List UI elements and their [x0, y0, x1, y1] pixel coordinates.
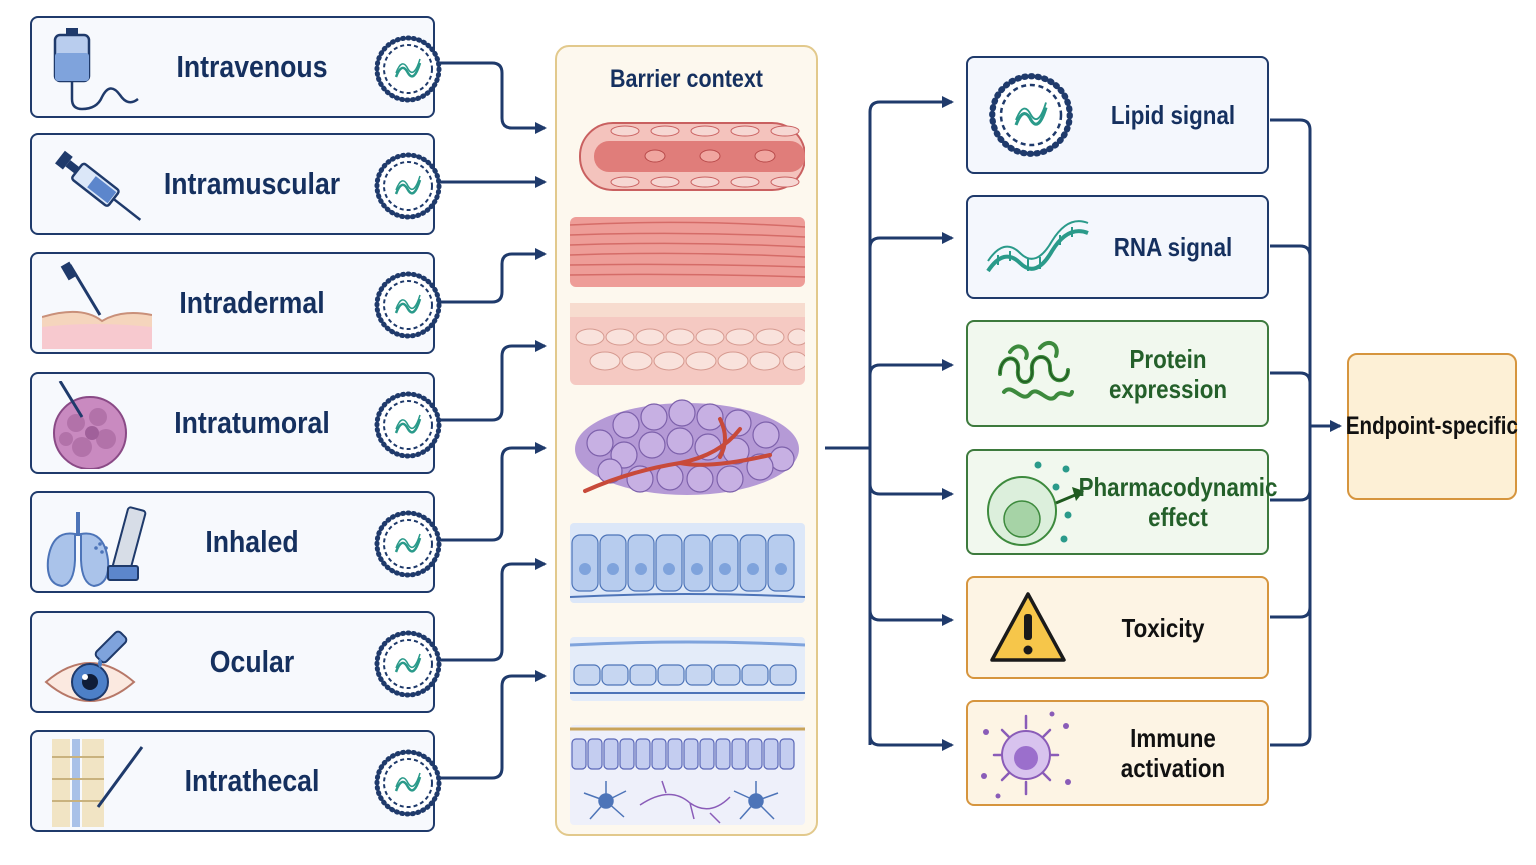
outcome-protein-expression: Protein expression	[966, 320, 1269, 427]
route-label: Intradermal	[179, 285, 325, 320]
corneal-epithelium	[570, 637, 805, 701]
outcome-lipid-signal: Lipid signal	[966, 56, 1269, 174]
route-label: Inhaled	[205, 524, 299, 559]
airway-epithelium	[570, 523, 805, 603]
barrier-context-title: Barrier context	[610, 65, 763, 93]
skin-needle-icon	[42, 261, 152, 349]
tumor-tissue	[575, 399, 799, 495]
eye-dropper-icon	[44, 630, 136, 702]
route-intratumoral: Intratumoral	[30, 372, 435, 474]
outcome-label: Immune activation	[1120, 723, 1226, 783]
outcome-immune-activation: Immune activation	[966, 700, 1269, 806]
arrow-intratumoral	[437, 340, 547, 422]
syringe-icon	[55, 150, 142, 221]
cell-effect-icon	[987, 461, 1084, 546]
lnp-icon	[372, 628, 444, 700]
blood-vessel-endothelium	[579, 122, 805, 191]
route-intravenous: Intravenous	[30, 16, 435, 118]
muscle-fibers	[570, 217, 805, 287]
route-intrathecal: Intrathecal	[30, 730, 435, 832]
lnp-icon	[372, 747, 444, 819]
route-intramuscular: Intramuscular	[30, 133, 435, 235]
lnp-icon	[372, 150, 444, 222]
lnp-icon	[372, 33, 444, 105]
barrier-context-panel: Barrier context	[555, 45, 818, 836]
rna-strand-icon	[986, 220, 1089, 273]
route-label: Ocular	[209, 644, 295, 679]
route-label: Intratumoral	[174, 405, 330, 440]
arrow-inhaled	[437, 442, 547, 542]
outcome-label: Lipid signal	[1110, 100, 1236, 130]
iv-bag-icon	[53, 28, 139, 111]
tumor-needle-icon	[53, 381, 127, 469]
route-label: Intramuscular	[163, 166, 341, 201]
protein-icon	[998, 340, 1074, 401]
outcome-label: Pharmacodynamic effect	[1078, 472, 1278, 532]
route-label: Intrathecal	[184, 763, 320, 798]
lnp-icon	[372, 389, 444, 461]
endpoint-specific-box: Endpoint-specific	[1346, 353, 1518, 500]
lnp-icon	[372, 508, 444, 580]
arrow-ocular	[437, 558, 547, 662]
outcome-label: Toxicity	[1121, 612, 1205, 643]
outcome-pharmacodynamic-effect: Pharmacodynamic effect	[966, 449, 1278, 555]
outcome-toxicity: Toxicity	[966, 576, 1269, 679]
route-inhaled: Inhaled	[30, 491, 435, 593]
lnp-icon	[372, 269, 444, 341]
route-label: Intravenous	[176, 49, 328, 84]
outcome-label: Protein expression	[1108, 343, 1228, 404]
neural-tissue	[570, 725, 805, 825]
lnp-icon	[986, 70, 1076, 160]
skin-layers	[570, 303, 805, 385]
route-ocular: Ocular	[30, 611, 435, 713]
arrow-intravenous	[437, 61, 547, 134]
spine-needle-icon	[52, 739, 144, 827]
route-intradermal: Intradermal	[30, 252, 435, 354]
outcome-rna-signal: RNA signal	[966, 195, 1269, 299]
arrow-intradermal	[437, 248, 547, 304]
warning-icon	[990, 592, 1066, 662]
lungs-inhaler-icon	[46, 506, 147, 588]
arrow-intrathecal	[437, 670, 547, 780]
immune-cell-icon	[981, 711, 1071, 799]
endpoint-label: Endpoint-specific	[1346, 412, 1518, 440]
outcome-label: RNA signal	[1113, 232, 1233, 262]
